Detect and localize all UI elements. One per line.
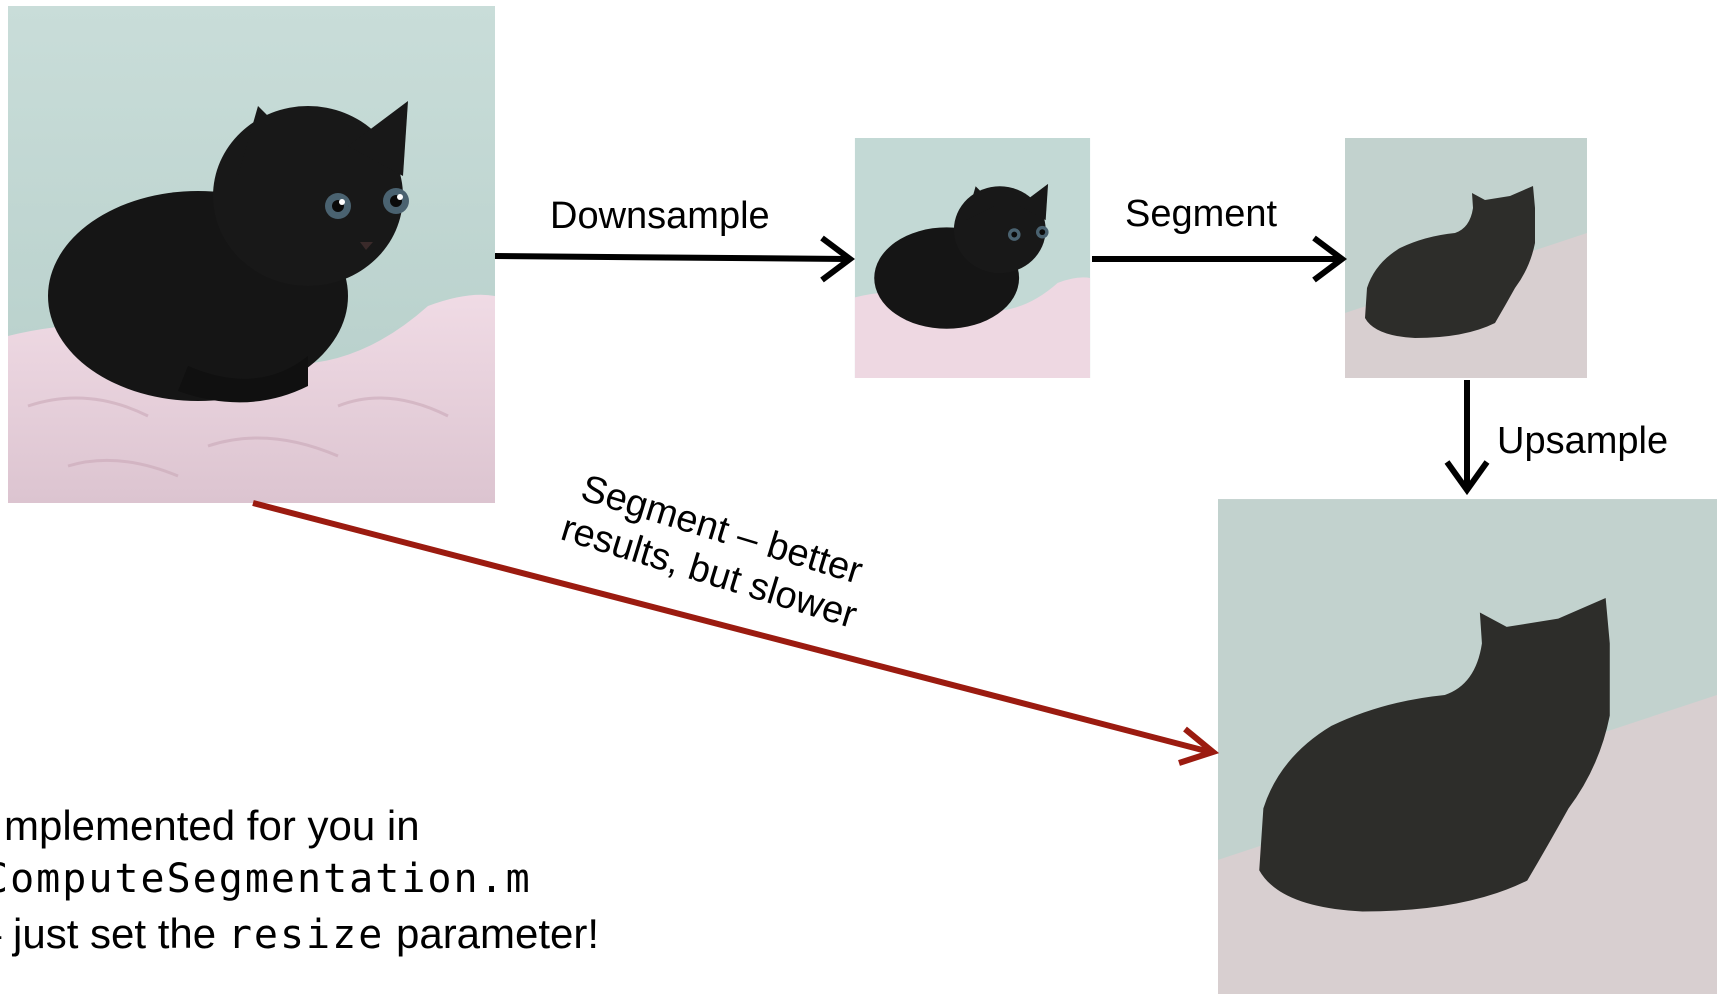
note-line1: mplemented for you in bbox=[4, 802, 420, 849]
upsample-arrow bbox=[1444, 380, 1490, 496]
implementation-note: mplemented for you in ComputeSegmentatio… bbox=[0, 798, 599, 962]
segment-label: Segment bbox=[1125, 193, 1278, 235]
downsample-arrow bbox=[494, 235, 855, 283]
note-resize-param: resize bbox=[227, 912, 385, 959]
downsampled-kitten-image bbox=[854, 138, 1091, 378]
note-code-filename: ComputeSegmentation.m bbox=[0, 856, 532, 903]
segment-arrow bbox=[1092, 235, 1347, 283]
segmented-large-image bbox=[1218, 493, 1717, 1000]
direct-segment-label: Segment – better results, but slower bbox=[556, 465, 874, 638]
downsample-label: Downsample bbox=[550, 195, 770, 237]
original-kitten-image bbox=[8, 6, 495, 503]
segmented-small-image bbox=[1345, 138, 1587, 378]
note-line3: – just set the resize parameter! bbox=[0, 906, 599, 962]
upsample-label: Upsample bbox=[1497, 420, 1669, 462]
note-line3-prefix: – just set the bbox=[0, 910, 228, 958]
note-line3-suffix: parameter! bbox=[384, 910, 600, 958]
